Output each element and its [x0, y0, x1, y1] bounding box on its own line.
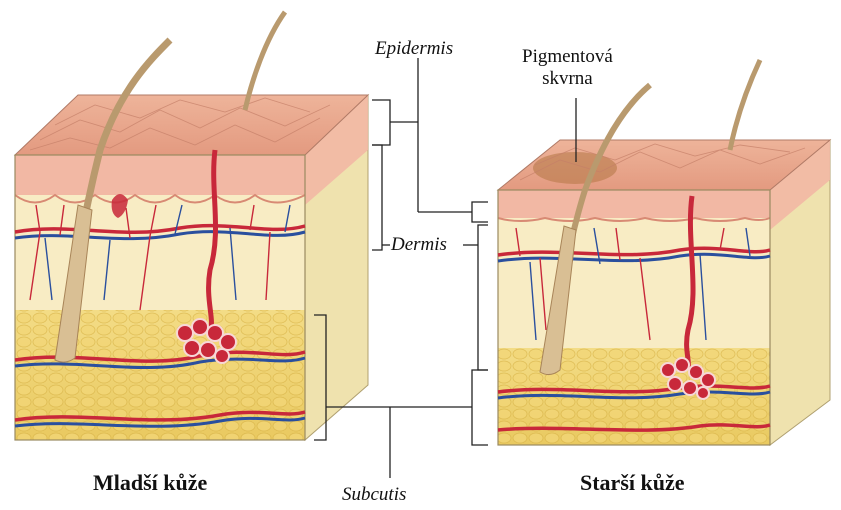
label-young-skin: Mladší kůže	[93, 470, 207, 496]
label-subcutis: Subcutis	[342, 484, 406, 506]
young-top-face	[15, 95, 368, 155]
label-epidermis: Epidermis	[375, 38, 453, 60]
old-front-epidermis	[498, 190, 770, 218]
label-old-skin: Starší kůže	[580, 470, 685, 496]
subcutis-old-bracket	[472, 370, 488, 445]
dermis-old-bracket	[478, 225, 488, 370]
old-skin-block	[498, 60, 830, 445]
epidermis-old-bracket	[472, 202, 488, 222]
label-pigment-line2: skvrna	[522, 68, 613, 90]
label-pigment-line1: Pigmentová	[522, 46, 613, 68]
dermis-young-bracket	[372, 145, 382, 250]
young-front-epidermis	[15, 155, 305, 195]
old-front-dermis	[498, 218, 770, 348]
epidermis-young-bracket	[372, 100, 390, 145]
label-dermis: Dermis	[391, 234, 447, 256]
young-skin-block	[15, 12, 368, 440]
label-pigment-spot: Pigmentová skvrna	[522, 46, 613, 90]
young-front-dermis	[15, 195, 305, 310]
